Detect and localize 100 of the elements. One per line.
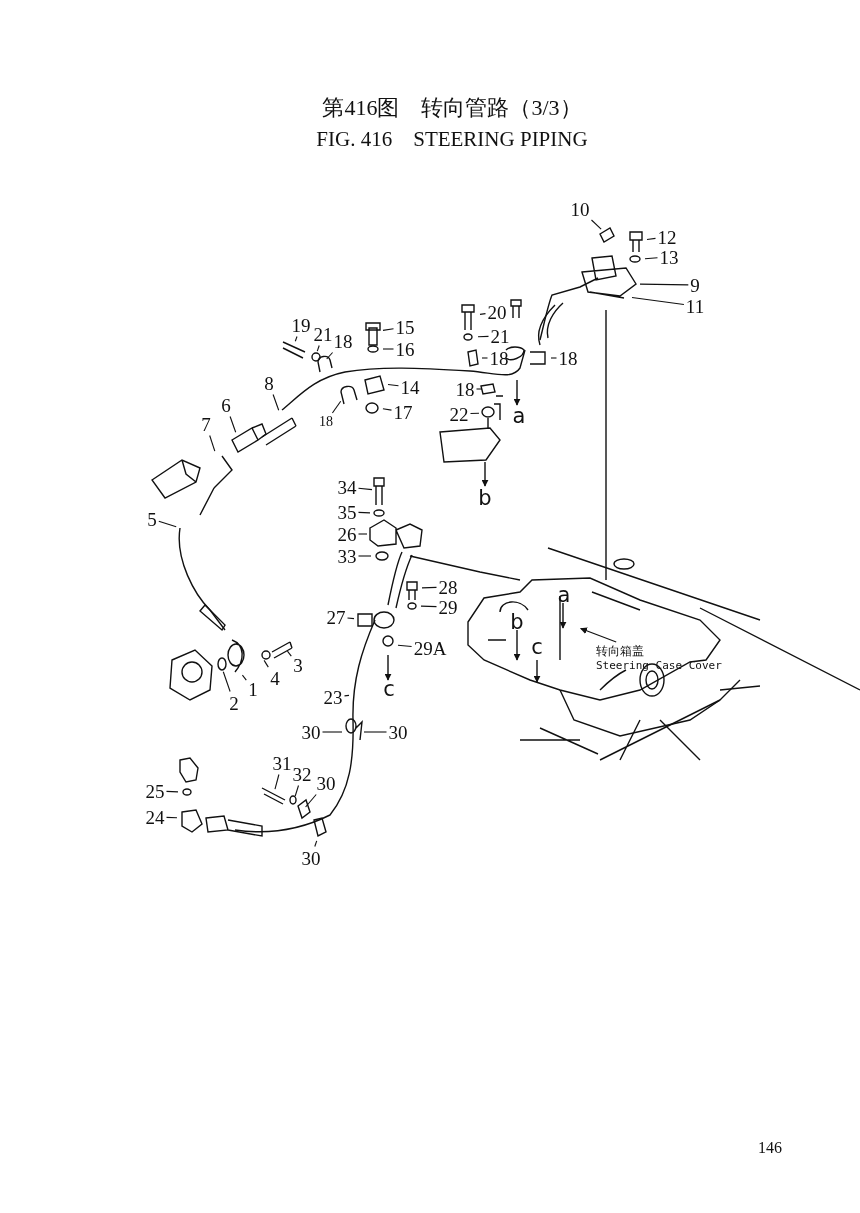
callout-number: 19 <box>291 315 311 335</box>
leader-line <box>477 335 490 338</box>
leader-line <box>421 586 438 589</box>
callout-number: 26 <box>337 524 357 544</box>
callout-number: 18 <box>455 379 475 399</box>
leader-line <box>580 627 617 643</box>
callout-number: 35 <box>337 502 357 522</box>
callout-number: 18 <box>558 348 578 368</box>
leader-line <box>321 731 343 733</box>
leader-line <box>209 434 216 452</box>
callout-number: 32 <box>292 764 312 784</box>
callout-number: 21 <box>490 326 510 346</box>
callout-number: 17 <box>393 402 413 422</box>
callout-number: 10 <box>570 199 590 219</box>
callout-number: 5 <box>147 509 157 529</box>
leader-line <box>357 533 368 535</box>
callout-number: 16 <box>395 339 415 359</box>
leader-line <box>479 313 487 315</box>
leader-line <box>165 790 179 793</box>
callout-number: 28 <box>438 577 458 597</box>
leader-line <box>646 237 657 241</box>
figure-caption: FIG. 416 STEERING PIPING <box>316 129 588 150</box>
callout-number: 31 <box>272 753 292 773</box>
leader-line <box>550 357 558 359</box>
leader-line <box>382 408 393 411</box>
leader-line <box>639 283 689 286</box>
callout-number: 4 <box>270 668 280 688</box>
leader-line <box>158 520 177 528</box>
callout-number: 29 <box>438 597 458 617</box>
page-number: 146 <box>758 1140 782 1156</box>
callout-number: 3 <box>293 655 303 675</box>
leader-line <box>420 605 438 608</box>
leader-line <box>357 511 371 514</box>
leader-line <box>222 671 231 693</box>
leader-line <box>294 784 300 797</box>
leader-line <box>644 257 659 260</box>
callout-number: 18 <box>319 415 333 429</box>
callout-number: 12 <box>657 227 677 247</box>
reference-letter: a <box>512 405 526 427</box>
leader-line <box>631 296 685 306</box>
callout-number: 18 <box>333 331 353 351</box>
leader-line <box>316 344 320 352</box>
callout-number: 25 <box>145 781 165 801</box>
callout-number: 30 <box>301 722 321 742</box>
leader-line <box>241 674 247 681</box>
leader-line <box>387 383 400 387</box>
callout-number: 6 <box>221 395 231 415</box>
leader-line <box>590 219 602 230</box>
leader-line <box>343 694 350 697</box>
leader-line <box>397 644 413 648</box>
callout-number: 34 <box>337 477 357 497</box>
leader-line <box>481 357 489 359</box>
leader-line <box>314 840 318 848</box>
callout-number: 30 <box>388 722 408 742</box>
leader-line <box>357 487 373 491</box>
leader-line <box>357 555 372 557</box>
leader-line <box>475 388 483 390</box>
leader-line <box>305 793 317 808</box>
callout-number: 21 <box>313 324 333 344</box>
leader-line <box>382 328 395 331</box>
callout-number: 8 <box>264 373 274 393</box>
callout-number: 2 <box>229 693 239 713</box>
leader-line <box>272 393 280 411</box>
leader-line <box>263 659 269 668</box>
leader-line <box>229 415 237 433</box>
leader-line <box>346 617 355 620</box>
part-label-text: 转向箱盖 <box>596 644 645 659</box>
leader-line <box>363 731 388 733</box>
callout-number: 13 <box>659 247 679 267</box>
part-label-text: Steering Case Cover <box>596 659 722 673</box>
callout-number: 33 <box>337 546 357 566</box>
callout-number: 24 <box>145 807 165 827</box>
callout-number: 14 <box>400 377 420 397</box>
reference-letter: b <box>478 487 492 509</box>
callout-number: 11 <box>685 296 705 316</box>
reference-letter: c <box>383 678 395 700</box>
callout-number: 1 <box>248 679 258 699</box>
callout-number: 29A <box>413 638 447 658</box>
callout-number: 15 <box>395 317 415 337</box>
callout-number: 9 <box>690 275 700 295</box>
figure-title: 第416图 转向管路（3/3） <box>322 97 582 119</box>
leader-line <box>274 773 280 790</box>
callout-number: 7 <box>201 414 211 434</box>
callout-number: 23 <box>323 687 343 707</box>
callout-number: 18 <box>489 348 509 368</box>
leader-line <box>469 412 480 415</box>
leader-line <box>294 335 298 342</box>
leader-line <box>326 351 334 360</box>
leader-line <box>165 816 178 819</box>
leader-line <box>382 348 395 350</box>
reference-letter: c <box>531 636 543 658</box>
callout-number: 30 <box>301 848 321 868</box>
leader-line <box>286 650 292 657</box>
leader-line <box>331 400 342 414</box>
reference-letter: b <box>510 611 524 633</box>
callout-number: 20 <box>487 302 507 322</box>
callout-number: 22 <box>449 404 469 424</box>
reference-letter: a <box>557 584 571 606</box>
callout-number: 30 <box>316 773 336 793</box>
callout-number: 27 <box>326 607 346 627</box>
